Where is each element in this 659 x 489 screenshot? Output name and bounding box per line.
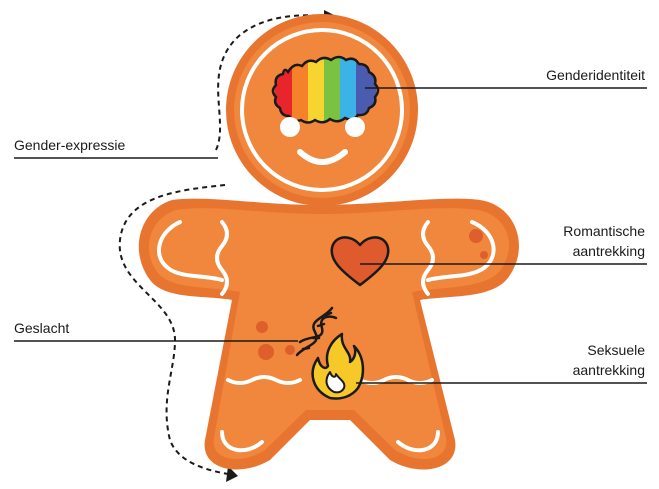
label-sexual-attraction-line2: aantrekking xyxy=(573,361,645,379)
label-gender-expression: Gender-expressie xyxy=(14,136,125,154)
label-romantic-attraction-line1: Romantische xyxy=(563,222,645,240)
label-sexual-attraction-line1: Seksuele xyxy=(587,341,645,359)
label-sex: Geslacht xyxy=(14,319,69,337)
label-gender-identity: Genderidentiteit xyxy=(546,66,645,84)
label-romantic-attraction-line2: aantrekking xyxy=(573,242,645,260)
